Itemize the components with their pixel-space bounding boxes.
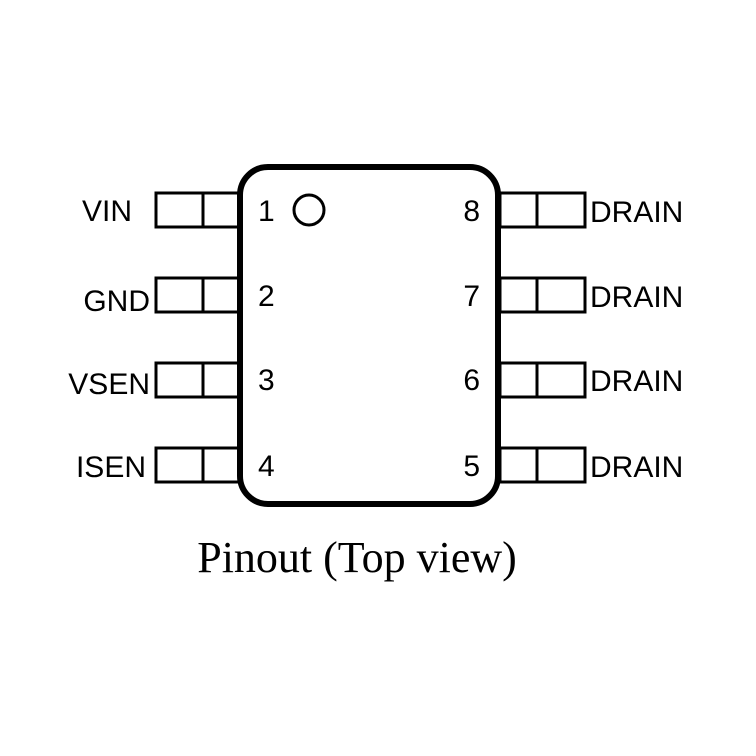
pin-number: 2 <box>258 280 275 313</box>
pin-name: VIN <box>82 195 132 228</box>
pin-number: 8 <box>463 195 480 228</box>
left-pin-4: ISEN 4 <box>76 446 275 484</box>
pin-name: GND <box>83 285 150 318</box>
pin-lead <box>154 446 242 484</box>
pin-number: 4 <box>258 450 275 483</box>
pin-lead <box>498 361 587 399</box>
right-pin-7: DRAIN 7 <box>463 276 683 314</box>
right-pin-8: DRAIN 8 <box>463 191 683 229</box>
pin-lead <box>154 191 242 229</box>
right-pin-5: DRAIN 5 <box>463 446 683 484</box>
diagram-caption: Pinout (Top view) <box>197 533 517 582</box>
left-pin-2: GND 2 <box>83 276 275 318</box>
pin-name: DRAIN <box>590 365 683 398</box>
pin-lead <box>154 361 242 399</box>
ic-package-body <box>237 164 501 507</box>
pin-name: DRAIN <box>590 196 683 229</box>
pin-name: VSEN <box>68 368 150 401</box>
pin-name: DRAIN <box>590 281 683 314</box>
pin-lead <box>498 446 587 484</box>
left-pin-1: VIN 1 <box>82 191 275 229</box>
pin-number: 7 <box>463 280 480 313</box>
right-pin-6: DRAIN 6 <box>463 361 683 399</box>
left-pin-3: VSEN 3 <box>68 361 275 401</box>
pin-lead <box>498 276 587 314</box>
pin-name: DRAIN <box>590 451 683 484</box>
pin-lead <box>498 191 587 229</box>
pin1-marker-icon <box>292 193 326 227</box>
pin-number: 6 <box>463 364 480 397</box>
pin-number: 3 <box>258 364 275 397</box>
pin-number: 1 <box>258 195 275 228</box>
pin-number: 5 <box>463 450 480 483</box>
pin-lead <box>154 276 242 314</box>
pin-name: ISEN <box>76 451 146 484</box>
